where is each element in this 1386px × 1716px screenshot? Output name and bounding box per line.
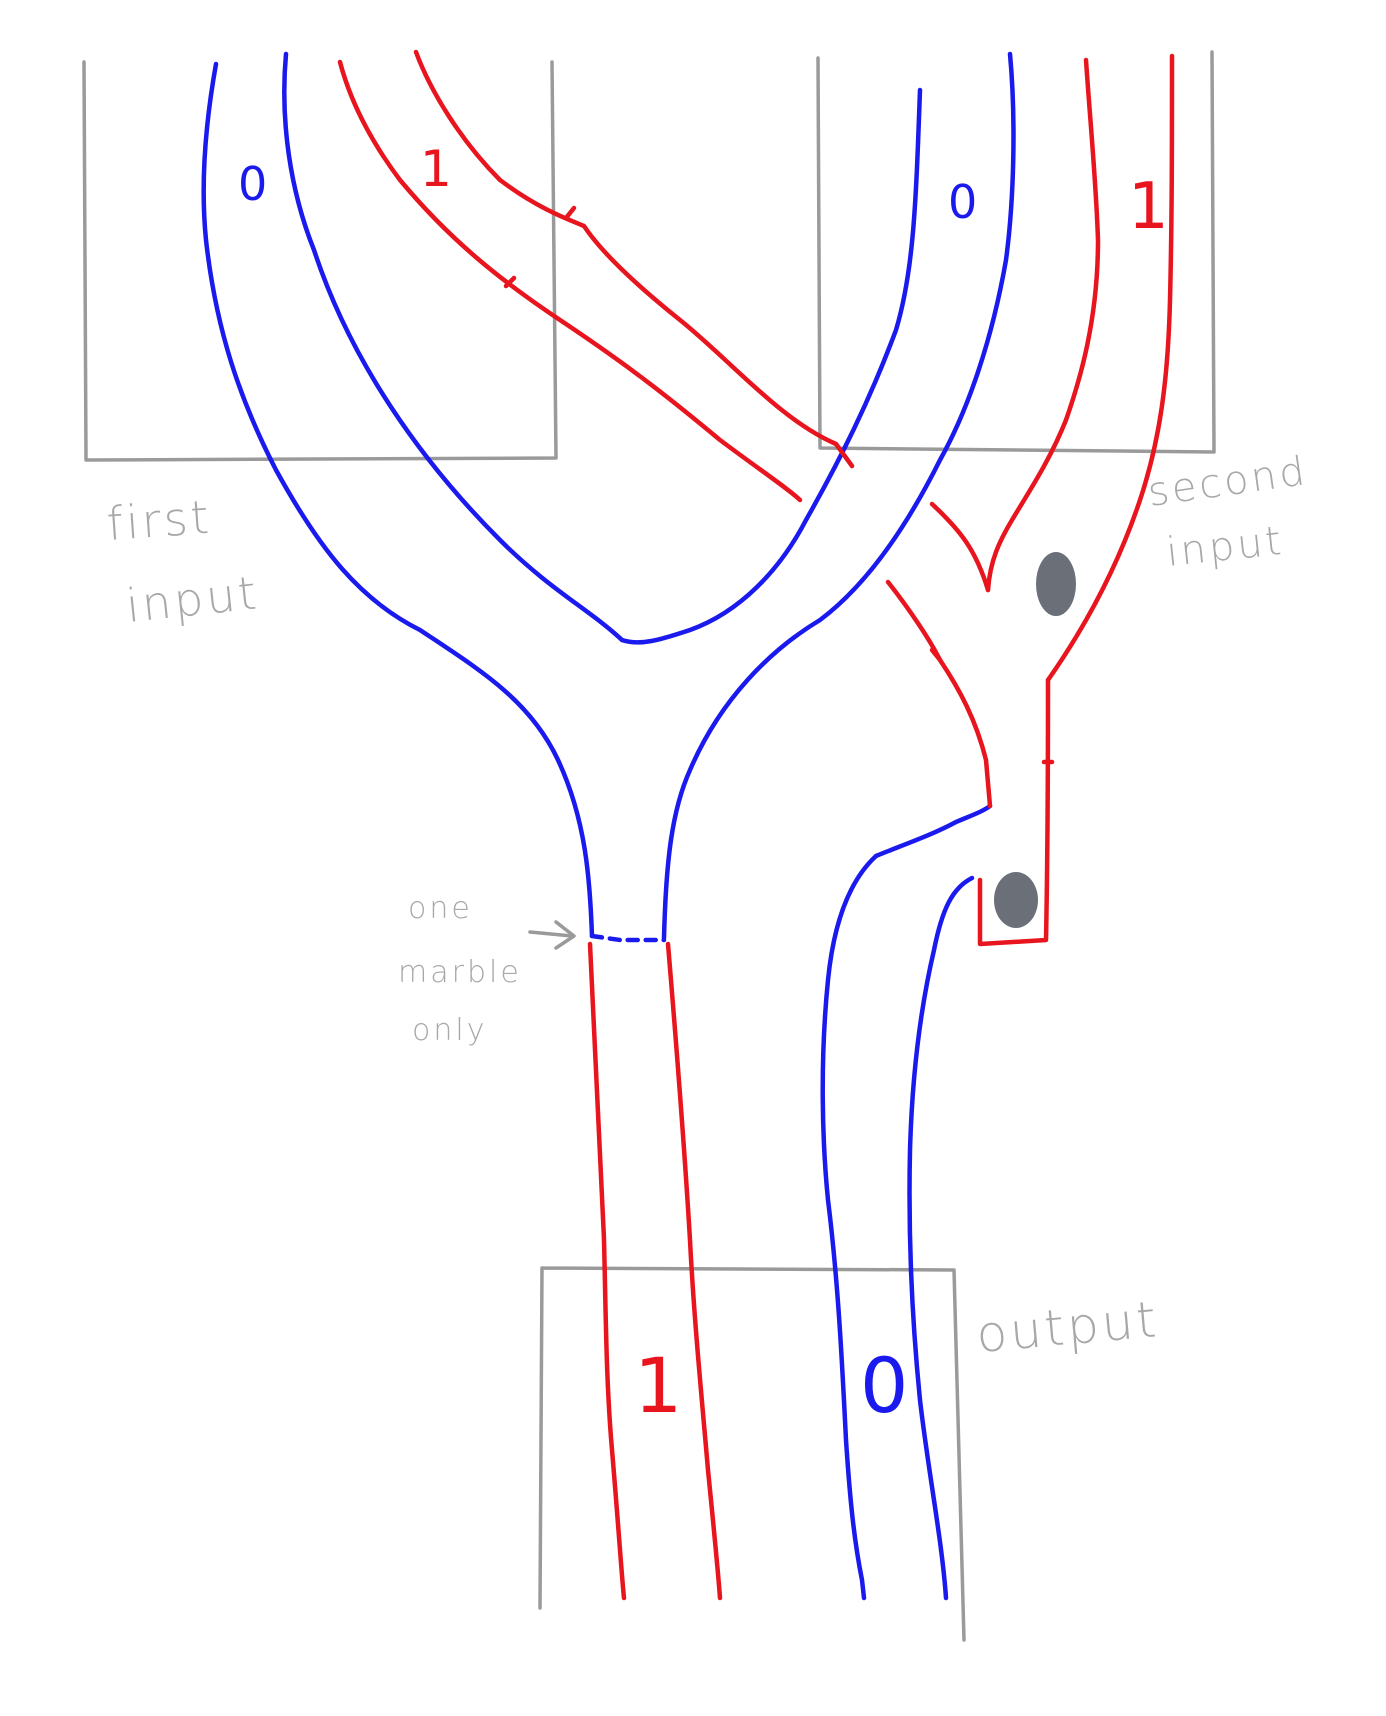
one-marble-line3: only (412, 1013, 487, 1048)
first-input-label-line2: input (124, 565, 262, 633)
first-input-one-value: 1 (420, 140, 452, 198)
zero-diverter-wall (873, 803, 993, 859)
merge-left-wall (619, 87, 923, 645)
marble-lower (994, 872, 1038, 928)
first-input-zero-value: 0 (238, 157, 267, 211)
marble-upper (1036, 552, 1076, 616)
first-input-label: first input (105, 490, 262, 633)
second-input-channel-down (977, 677, 1051, 947)
second-input-box (816, 50, 1216, 454)
second-input-label-line2: input (1164, 518, 1286, 576)
first-input-label-line1: first (105, 490, 213, 551)
output-one-channel-right (665, 941, 723, 1601)
output-one-channel-left (587, 941, 627, 1601)
merge-right-wall (661, 51, 1016, 941)
second-input-label-line1: second (1145, 448, 1310, 516)
one-marble-line1: one (408, 891, 473, 926)
first-input-box (82, 60, 558, 462)
second-input-branch-left (929, 501, 991, 593)
second-input-one-channel-right (1045, 53, 1175, 683)
one-marble-only-note: one marble only (398, 891, 576, 1048)
output-box (538, 1266, 966, 1642)
diverter-red-path (885, 579, 993, 809)
one-marble-gate-line (589, 933, 667, 943)
second-input-label: second input (1145, 448, 1310, 576)
second-input-zero-value: 0 (948, 175, 977, 229)
output-zero-channel-left (820, 853, 879, 1601)
output-label: output (974, 1290, 1161, 1364)
red-tick-1 (563, 205, 577, 221)
second-input-one-channel-left (985, 57, 1101, 593)
red-tick-3 (929, 647, 943, 663)
one-marble-line2: marble (398, 955, 522, 990)
output-zero-value: 0 (860, 1341, 908, 1430)
output-one-value: 1 (634, 1341, 682, 1430)
red-tick-2 (503, 275, 517, 289)
arrow-icon (528, 920, 576, 950)
first-input-one-channel-upper (413, 49, 855, 469)
second-input-one-value: 1 (1128, 170, 1169, 244)
output-zero-channel-right (907, 875, 975, 1601)
first-input-one-channel-lower (337, 59, 803, 503)
first-input-zero-channel-inner (282, 51, 625, 643)
first-input-zero-channel-outer (201, 61, 595, 939)
